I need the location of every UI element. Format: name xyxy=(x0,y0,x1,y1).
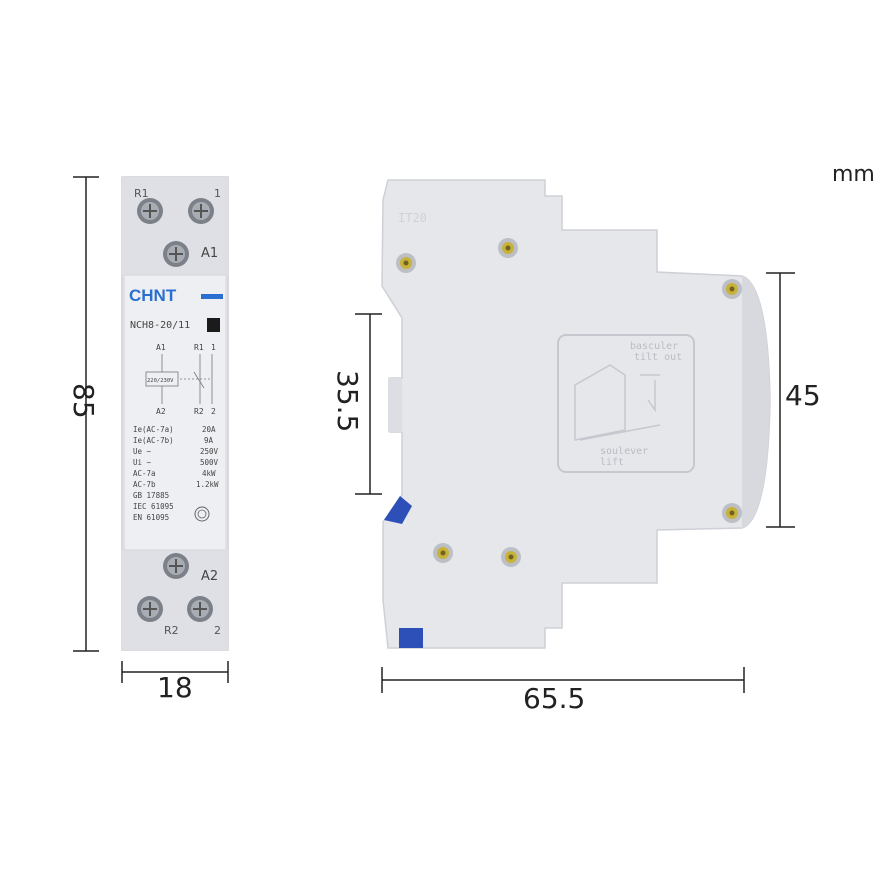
width-dimension xyxy=(121,661,229,683)
screw-icon xyxy=(137,596,163,622)
spec-left-4: AC-7a xyxy=(133,469,156,478)
tilt-label-top2: tilt out xyxy=(634,352,682,363)
wiring-schematic xyxy=(145,354,213,404)
din-clip xyxy=(384,496,412,524)
tilt-illustration-icon xyxy=(574,364,661,441)
schematic-coil: 220/230V xyxy=(147,378,174,384)
tilt-label-bottom: soulever xyxy=(600,446,648,457)
depth-dimension xyxy=(381,667,745,693)
rivet-icon xyxy=(722,503,742,523)
tilt-label-panel xyxy=(557,334,695,473)
front-view: R1 1 A1 CHNT NCH8-20/11 A1 A2 R1 1 R2 2 … xyxy=(121,176,229,651)
rivet-icon xyxy=(501,547,521,567)
spec-left-6: GB 17885 xyxy=(133,491,169,500)
rivet-icon xyxy=(396,253,416,273)
tilt-label-top: basculer xyxy=(630,341,678,352)
rivet-icon xyxy=(498,238,518,258)
spec-left-7: IEC 61095 xyxy=(133,502,174,511)
terminal-label-a2: A2 xyxy=(201,569,218,584)
din-clip-tab xyxy=(399,628,423,648)
spec-left-5: AC-7b xyxy=(133,480,156,489)
side-embossed-mark: IT20 xyxy=(398,211,427,225)
screw-icon xyxy=(163,241,189,267)
rail-height-dimension xyxy=(355,313,382,495)
spec-left-2: Ue ~ xyxy=(133,447,152,456)
schematic-a2: A2 xyxy=(156,407,166,416)
schematic-r1: R1 xyxy=(194,343,204,352)
spec-left-8: EN 61095 xyxy=(133,513,169,522)
schematic-2: 2 xyxy=(211,407,216,416)
rail-height-label: 35.5 xyxy=(331,370,364,432)
terminal-label-r2: R2 xyxy=(164,624,179,637)
unit-label: mm xyxy=(832,162,875,187)
front-height-dimension xyxy=(766,272,795,528)
tilt-label-bottom2: lift xyxy=(600,457,624,468)
terminal-label-a1: A1 xyxy=(201,246,218,261)
model-label: NCH8-20/11 xyxy=(130,320,190,331)
spec-right-1: 9A xyxy=(204,436,214,445)
spec-right-5: 1.2kW xyxy=(196,480,219,489)
depth-label: 65.5 xyxy=(523,682,585,715)
rivet-icon xyxy=(722,279,742,299)
spec-left-3: Ui ~ xyxy=(133,458,152,467)
schematic-a1: A1 xyxy=(156,343,166,352)
side-body xyxy=(381,179,771,649)
spec-right-2: 250V xyxy=(200,447,219,456)
spec-right-3: 500V xyxy=(200,458,219,467)
spec-right-4: 4kW xyxy=(202,469,216,478)
certification-mark-icon xyxy=(194,506,210,522)
indicator-window xyxy=(207,318,220,332)
height-label: 85 xyxy=(67,383,100,419)
terminal-label-2: 2 xyxy=(214,624,221,637)
width-label: 18 xyxy=(157,671,193,704)
brand-bar xyxy=(201,294,223,299)
side-rail-notch xyxy=(388,378,402,432)
spec-right-0: 20A xyxy=(202,425,216,434)
screw-icon xyxy=(163,553,189,579)
screw-icon xyxy=(187,596,213,622)
side-view: IT20 basculer tilt out soulever lift xyxy=(381,179,771,649)
screw-icon xyxy=(188,198,214,224)
screw-icon xyxy=(137,198,163,224)
spec-left-1: Ie(AC-7b) xyxy=(133,436,174,445)
front-height-label: 45 xyxy=(785,379,821,412)
spec-left-0: Ie(AC-7a) xyxy=(133,425,174,434)
schematic-r2: R2 xyxy=(194,407,204,416)
schematic-1: 1 xyxy=(211,343,216,352)
terminal-label-r1: R1 xyxy=(134,187,149,200)
height-dimension xyxy=(73,176,99,652)
rivet-icon xyxy=(433,543,453,563)
brand-logo: CHNT xyxy=(129,286,177,305)
terminal-label-1: 1 xyxy=(214,187,221,200)
side-front-face xyxy=(742,276,770,528)
